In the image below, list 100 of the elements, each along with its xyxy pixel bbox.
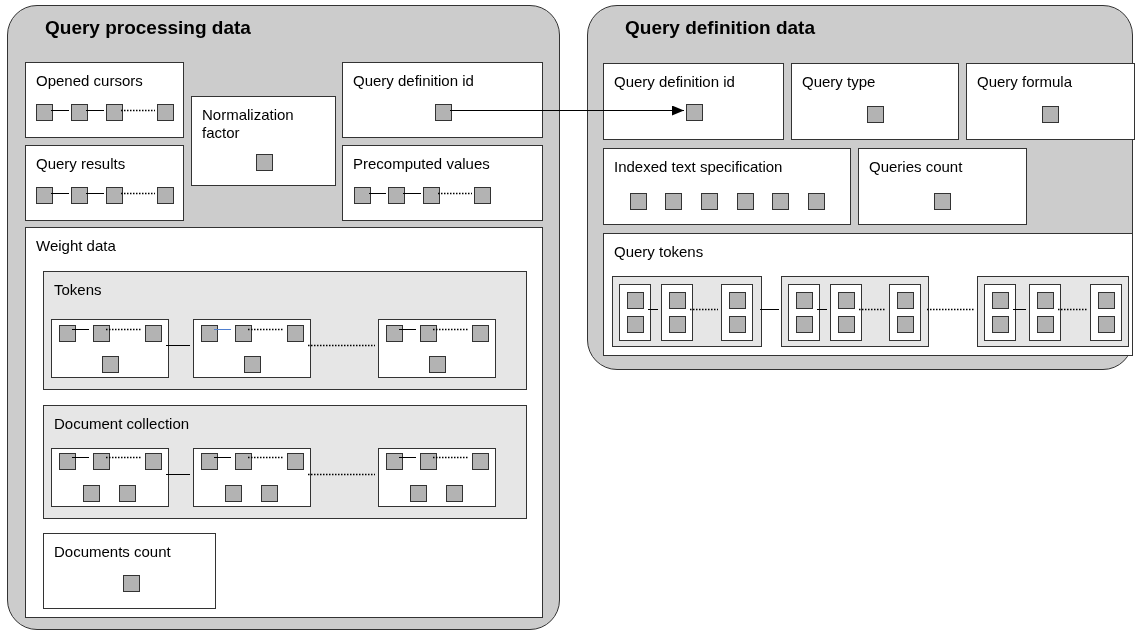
value-square (386, 453, 403, 470)
connector-line (213, 329, 232, 330)
connector-line (816, 309, 828, 310)
value-square (93, 325, 110, 342)
value-square (201, 453, 218, 470)
connector-line (926, 308, 976, 311)
field-box (43, 533, 216, 609)
field-box (966, 63, 1135, 140)
value-square (729, 316, 746, 333)
record-box (788, 284, 820, 341)
record-box (1090, 284, 1122, 341)
field-label: Query formula (977, 73, 1074, 91)
field-label: Documents count (54, 543, 172, 561)
value-square (838, 316, 855, 333)
value-square (244, 356, 261, 373)
record-box (612, 276, 762, 347)
connector-line (689, 308, 719, 311)
value-square (36, 187, 53, 204)
value-square (225, 485, 242, 502)
connector-line (398, 457, 417, 458)
panel-title: Query definition data (625, 17, 816, 39)
connector-line (398, 329, 417, 330)
record-box (378, 319, 496, 378)
record-box (889, 284, 921, 341)
field-box (791, 63, 959, 140)
field-label: Document collection (54, 415, 191, 433)
value-square (71, 187, 88, 204)
value-square (83, 485, 100, 502)
value-square (420, 325, 437, 342)
value-square (93, 453, 110, 470)
value-square (235, 325, 252, 342)
field-label: Query definition id (353, 72, 475, 90)
field-box (191, 96, 336, 186)
value-square (435, 104, 452, 121)
field-label: Normalization factor (202, 106, 295, 142)
value-square (867, 106, 884, 123)
value-square (1037, 292, 1054, 309)
connector-line (120, 192, 156, 195)
value-square (737, 193, 754, 210)
value-square (474, 187, 491, 204)
value-square (446, 485, 463, 502)
connector-line (85, 193, 105, 194)
record-box (830, 284, 862, 341)
value-square (729, 292, 746, 309)
value-square (808, 193, 825, 210)
field-box (25, 62, 184, 138)
value-square (119, 485, 136, 502)
connector-line (858, 308, 887, 311)
value-square (665, 193, 682, 210)
value-square (59, 453, 76, 470)
value-square (627, 292, 644, 309)
connector-line (165, 474, 191, 475)
value-square (145, 453, 162, 470)
connector-line (432, 328, 469, 331)
connector-line (437, 192, 473, 195)
field-label: Query tokens (614, 243, 705, 261)
record-box (781, 276, 929, 347)
field-box (603, 148, 851, 225)
record-box (619, 284, 651, 341)
value-square (934, 193, 951, 210)
connector-line (759, 309, 780, 310)
value-square (201, 325, 218, 342)
connector-line (247, 456, 284, 459)
value-square (157, 187, 174, 204)
field-label: Indexed text specification (614, 158, 784, 176)
connector-line (1012, 309, 1027, 310)
field-box (43, 271, 527, 390)
value-square (1098, 292, 1115, 309)
record-box (193, 448, 311, 507)
field-label: Precomputed values (353, 155, 491, 173)
field-box (25, 227, 543, 618)
value-square (102, 356, 119, 373)
value-square (701, 193, 718, 210)
connector-line (120, 109, 156, 112)
field-box (603, 63, 784, 140)
connector-line (50, 110, 70, 111)
value-square (1037, 316, 1054, 333)
value-square (287, 325, 304, 342)
field-box (858, 148, 1027, 225)
value-square (627, 316, 644, 333)
value-square (772, 193, 789, 210)
value-square (1042, 106, 1059, 123)
field-label: Query definition id (614, 73, 736, 91)
value-square (123, 575, 140, 592)
value-square (669, 316, 686, 333)
field-box (43, 405, 527, 519)
arrow (449, 105, 685, 116)
value-square (388, 187, 405, 204)
record-box (51, 319, 169, 378)
record-box (661, 284, 693, 341)
connector-line (1057, 308, 1088, 311)
connector-line (647, 309, 659, 310)
connector-line (368, 193, 387, 194)
value-square (897, 316, 914, 333)
value-square (420, 453, 437, 470)
value-square (669, 292, 686, 309)
value-square (386, 325, 403, 342)
value-square (796, 316, 813, 333)
record-box (1029, 284, 1061, 341)
value-square (410, 485, 427, 502)
